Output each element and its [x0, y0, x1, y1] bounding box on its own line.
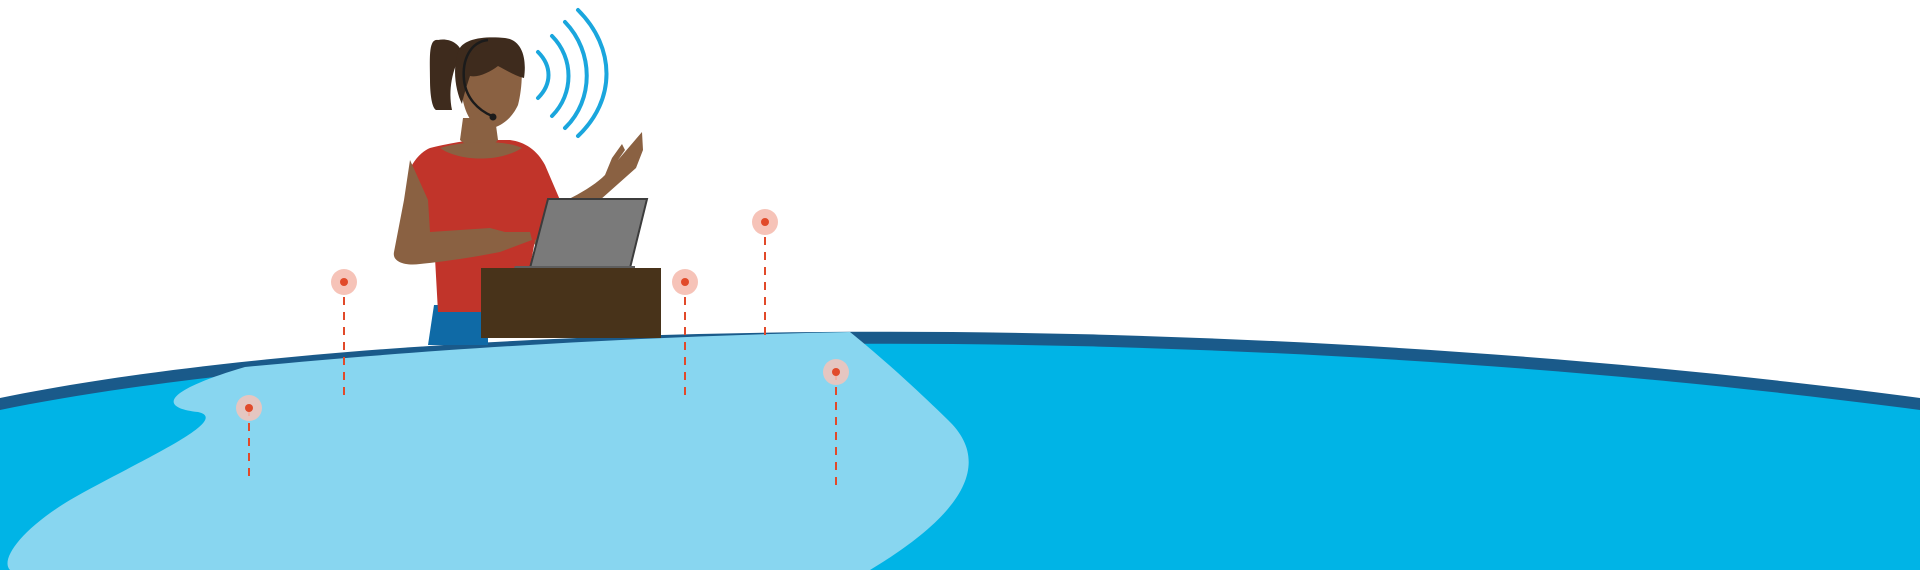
desk — [481, 268, 661, 338]
wireless-signal-icon — [536, 8, 609, 138]
agent-left-arm — [393, 160, 532, 265]
signal-wave-2 — [550, 34, 571, 118]
location-pins — [236, 209, 849, 488]
signal-wave-3 — [563, 20, 589, 130]
signal-wave-1 — [536, 50, 551, 100]
location-pin-icon — [752, 209, 778, 338]
pin-4-dot — [245, 404, 253, 412]
headset-icon — [462, 38, 493, 118]
globe — [0, 331, 1920, 570]
location-pin-icon — [672, 269, 698, 398]
pin-3-dot — [761, 218, 769, 226]
globe-land — [7, 332, 969, 570]
laptop-screen — [528, 198, 649, 269]
signal-wave-4 — [576, 8, 609, 138]
pin-5-dot — [832, 368, 840, 376]
location-pin-icon — [331, 269, 357, 398]
agent-collar — [440, 142, 522, 159]
location-pin-icon — [236, 395, 262, 480]
agent-pants — [428, 305, 488, 345]
agent-ponytail — [429, 39, 462, 110]
headset-mic — [489, 113, 497, 121]
pin-1-dot — [340, 278, 348, 286]
location-pin-icon — [823, 359, 849, 488]
agent-hair — [455, 37, 525, 104]
pin-2-dot — [681, 278, 689, 286]
